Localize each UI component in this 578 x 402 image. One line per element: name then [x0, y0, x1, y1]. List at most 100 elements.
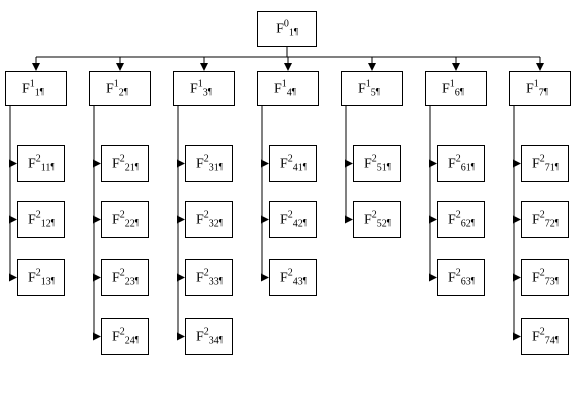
- level2-node-32-label-base: F: [196, 212, 204, 227]
- pilcrow-mark: ¶: [134, 217, 139, 227]
- level2-node-72-label-sup: 2: [539, 209, 545, 220]
- level2-node-23-label-base: F: [112, 270, 120, 285]
- level2-node-62-label-base: F: [448, 212, 456, 227]
- level2-node-72-label-base: F: [532, 212, 540, 227]
- level2-node-43: F243¶: [269, 259, 317, 296]
- level1-node-1-label-sub: 1: [34, 87, 40, 98]
- level2-node-51-label-base: F: [364, 156, 372, 171]
- level2-node-61: F261¶: [437, 145, 485, 182]
- level2-node-71: F271¶: [521, 145, 569, 182]
- level2-node-32-label-sup: 2: [203, 209, 209, 220]
- pilcrow-mark: ¶: [302, 275, 307, 285]
- level1-node-7-label-sup: 1: [533, 78, 539, 89]
- level2-node-21-label: F221¶: [112, 154, 139, 173]
- level2-node-21: F221¶: [101, 145, 149, 182]
- level1-node-3-label-sup: 1: [197, 78, 203, 89]
- pilcrow-mark: ¶: [554, 161, 559, 171]
- level2-node-23-label-sup: 2: [119, 267, 125, 278]
- level2-node-41-label-base: F: [280, 156, 288, 171]
- pilcrow-mark: ¶: [134, 161, 139, 171]
- level1-node-5-label-sup: 1: [365, 78, 371, 89]
- level2-node-24: F224¶: [101, 318, 149, 355]
- level1-node-4-label-sup: 1: [281, 78, 287, 89]
- level2-node-42-label-sub: 42: [292, 218, 303, 229]
- level2-node-11: F211¶: [17, 145, 65, 182]
- level1-node-1-label: F11¶: [22, 79, 44, 98]
- level1-node-7-label: F17¶: [526, 79, 548, 98]
- level2-node-73-label-sub: 73: [544, 276, 555, 287]
- pilcrow-mark: ¶: [554, 217, 559, 227]
- root-node-label: F01¶: [276, 18, 298, 39]
- pilcrow-mark: ¶: [386, 217, 391, 227]
- pilcrow-mark: ¶: [543, 86, 548, 96]
- level2-node-12-label-base: F: [28, 212, 36, 227]
- level2-node-33: F233¶: [185, 259, 233, 296]
- level2-node-33-label-sup: 2: [203, 267, 209, 278]
- root-node-label-sup: 0: [283, 18, 289, 30]
- level1-node-2-label: F12¶: [106, 79, 128, 98]
- pilcrow-mark: ¶: [50, 275, 55, 285]
- level2-node-43-label: F243¶: [280, 268, 307, 287]
- level2-node-72-label-sub: 72: [544, 218, 555, 229]
- level2-node-31-label-sup: 2: [203, 153, 209, 164]
- level2-node-31-label-base: F: [196, 156, 204, 171]
- level2-node-74-label-sup: 2: [539, 326, 545, 337]
- level2-node-52: F252¶: [353, 201, 401, 238]
- pilcrow-mark: ¶: [459, 86, 464, 96]
- level2-node-31: F231¶: [185, 145, 233, 182]
- level2-node-21-label-sup: 2: [119, 153, 125, 164]
- level1-node-1-label-sup: 1: [29, 78, 35, 89]
- level1-node-7-label-base: F: [526, 81, 534, 96]
- level2-node-32-label-sub: 32: [208, 218, 219, 229]
- level2-node-34: F234¶: [185, 318, 233, 355]
- level2-node-41-label: F241¶: [280, 154, 307, 173]
- level2-node-12-label-sub: 12: [40, 218, 51, 229]
- level2-node-62: F262¶: [437, 201, 485, 238]
- level2-node-52-label: F252¶: [364, 210, 391, 229]
- level1-node-3: F13¶: [173, 71, 235, 106]
- level1-node-4-label-sub: 4: [286, 87, 292, 98]
- level2-node-51: F251¶: [353, 145, 401, 182]
- level2-node-61-label: F261¶: [448, 154, 475, 173]
- level2-node-32: F232¶: [185, 201, 233, 238]
- level2-node-61-label-base: F: [448, 156, 456, 171]
- level2-node-24-label-sub: 24: [124, 335, 135, 346]
- level2-node-24-label: F224¶: [112, 327, 139, 346]
- level2-node-41-label-sub: 41: [292, 162, 303, 173]
- level1-node-3-label-base: F: [190, 81, 198, 96]
- level2-node-23-label: F223¶: [112, 268, 139, 287]
- level2-node-42-label: F242¶: [280, 210, 307, 229]
- pilcrow-mark: ¶: [302, 217, 307, 227]
- level2-node-63-label-sup: 2: [455, 267, 461, 278]
- pilcrow-mark: ¶: [218, 217, 223, 227]
- level2-node-72-label: F272¶: [532, 210, 559, 229]
- level2-node-62-label-sub: 62: [460, 218, 471, 229]
- level2-node-32-label: F232¶: [196, 210, 223, 229]
- level1-node-7-label-sub: 7: [538, 87, 544, 98]
- pilcrow-mark: ¶: [218, 334, 223, 344]
- level1-node-2-label-sup: 1: [113, 78, 119, 89]
- level2-node-33-label-base: F: [196, 270, 204, 285]
- level2-node-62-label-sup: 2: [455, 209, 461, 220]
- level1-node-6: F16¶: [425, 71, 487, 106]
- level2-node-13-label-sub: 13: [40, 276, 51, 287]
- level2-node-33-label-sub: 33: [208, 276, 219, 287]
- level2-node-43-label-sub: 43: [292, 276, 303, 287]
- level2-node-24-label-base: F: [112, 329, 120, 344]
- pilcrow-mark: ¶: [386, 161, 391, 171]
- level2-node-21-label-base: F: [112, 156, 120, 171]
- level1-node-5-label-base: F: [358, 81, 366, 96]
- level2-node-13-label-sup: 2: [35, 267, 41, 278]
- level1-node-6-label: F16¶: [442, 79, 464, 98]
- level2-node-72: F272¶: [521, 201, 569, 238]
- level2-node-73: F273¶: [521, 259, 569, 296]
- level2-node-41-label-sup: 2: [287, 153, 293, 164]
- level2-node-21-label-sub: 21: [124, 162, 135, 173]
- level2-node-23: F223¶: [101, 259, 149, 296]
- pilcrow-mark: ¶: [470, 217, 475, 227]
- level2-node-22-label: F222¶: [112, 210, 139, 229]
- level2-node-71-label-base: F: [532, 156, 540, 171]
- level2-node-63-label-base: F: [448, 270, 456, 285]
- level1-node-1-label-base: F: [22, 81, 30, 96]
